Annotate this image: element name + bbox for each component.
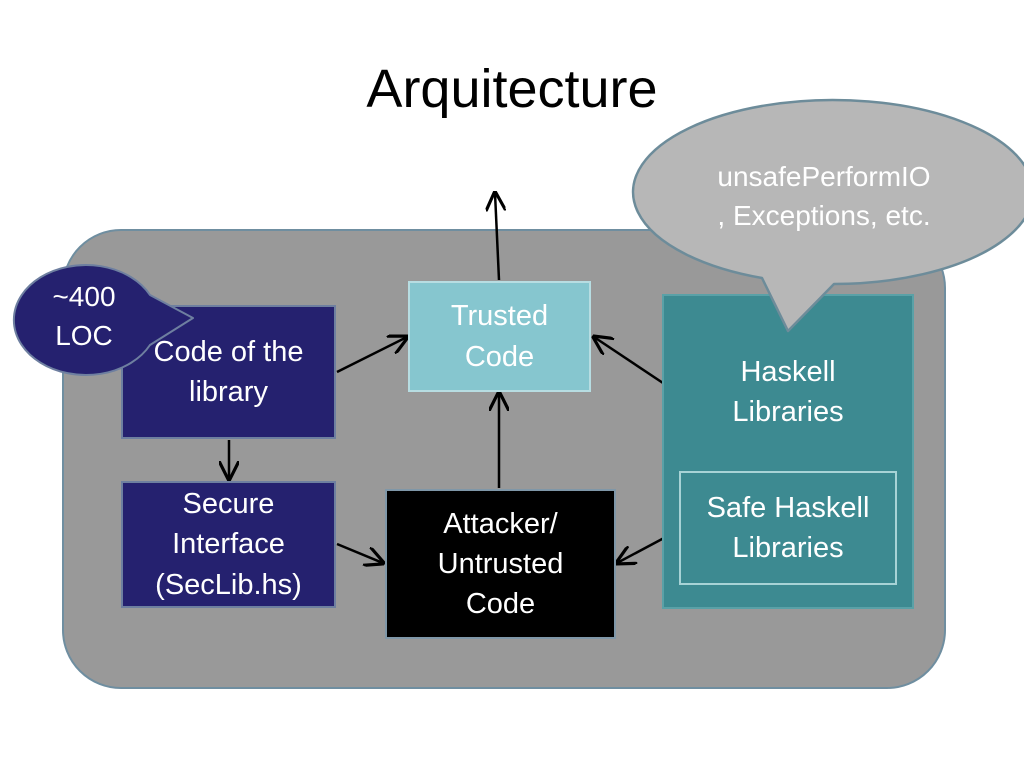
secure-interface-line3: (SecLib.hs)	[155, 568, 302, 601]
unsafe-speech-bubble	[631, 98, 1024, 333]
trusted-code-line1: Trusted	[450, 300, 549, 333]
loc-line2: LOC	[55, 319, 113, 351]
secure-interface-box: Secure Interface (SecLib.hs)	[121, 481, 336, 608]
arrow-trusted-up	[495, 193, 499, 281]
secure-interface-line2: Interface	[172, 528, 285, 561]
code-of-library-line2: library	[189, 376, 268, 408]
code-of-library-line1: Code of the	[153, 335, 304, 368]
unsafe-line2: , Exceptions, etc.	[717, 199, 931, 231]
loc-speech-bubble	[12, 264, 194, 376]
attacker-line1: Attacker/	[443, 507, 558, 540]
safe-haskell-libraries-box: Safe Haskell Libraries	[679, 471, 897, 585]
loc-callout-text: ~400 LOC	[26, 278, 142, 355]
arrow-haskell-to-trusted	[594, 337, 664, 385]
safe-haskell-line2: Libraries	[732, 532, 844, 564]
haskell-libraries-line1: Haskell	[740, 356, 836, 388]
loc-line1: ~400	[52, 281, 116, 312]
attacker-line3: Code	[465, 588, 536, 620]
safe-haskell-line1: Safe Haskell	[706, 491, 870, 524]
unsafe-line1: unsafePerformIO	[717, 161, 931, 192]
attacker-code-box: Attacker/ Untrusted Code	[385, 489, 616, 639]
trusted-code-box: Trusted Code	[408, 281, 591, 392]
unsafe-callout-text: unsafePerformIO , Exceptions, etc.	[664, 158, 984, 235]
trusted-code-line2: Code	[464, 340, 535, 373]
secure-interface-line1: Secure	[182, 488, 275, 521]
arrow-secure-to-attacker	[336, 542, 383, 563]
arrow-library-to-trusted	[336, 337, 407, 374]
haskell-libraries-line2: Libraries	[732, 396, 844, 429]
slide-title: Arquitecture	[366, 59, 658, 119]
attacker-line2: Untrusted	[437, 547, 564, 580]
